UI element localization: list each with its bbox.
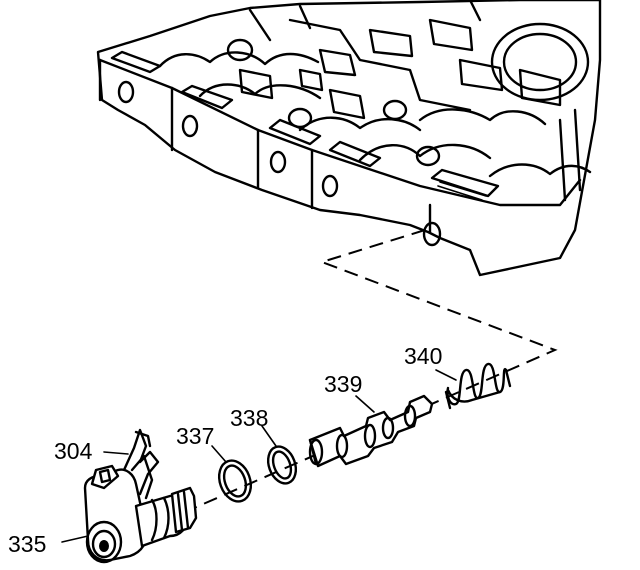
callout-337: 337 bbox=[176, 423, 214, 449]
o-ring-338 bbox=[266, 445, 298, 485]
callout-335: 335 bbox=[8, 531, 46, 557]
callout-339: 339 bbox=[324, 371, 362, 397]
callout-304: 304 bbox=[54, 438, 93, 464]
spring-340 bbox=[444, 362, 512, 410]
valve-body-casting bbox=[96, 0, 602, 277]
accumulator-port bbox=[490, 22, 590, 102]
valve-body-channels bbox=[238, 0, 562, 120]
valve-spool-339 bbox=[308, 394, 434, 468]
leader-lines bbox=[61, 369, 457, 543]
retainer-clip-304 bbox=[122, 428, 160, 500]
callout-338: 338 bbox=[230, 405, 268, 431]
callout-340: 340 bbox=[404, 343, 442, 369]
solenoid-335 bbox=[83, 464, 198, 564]
o-ring-337 bbox=[217, 459, 253, 503]
